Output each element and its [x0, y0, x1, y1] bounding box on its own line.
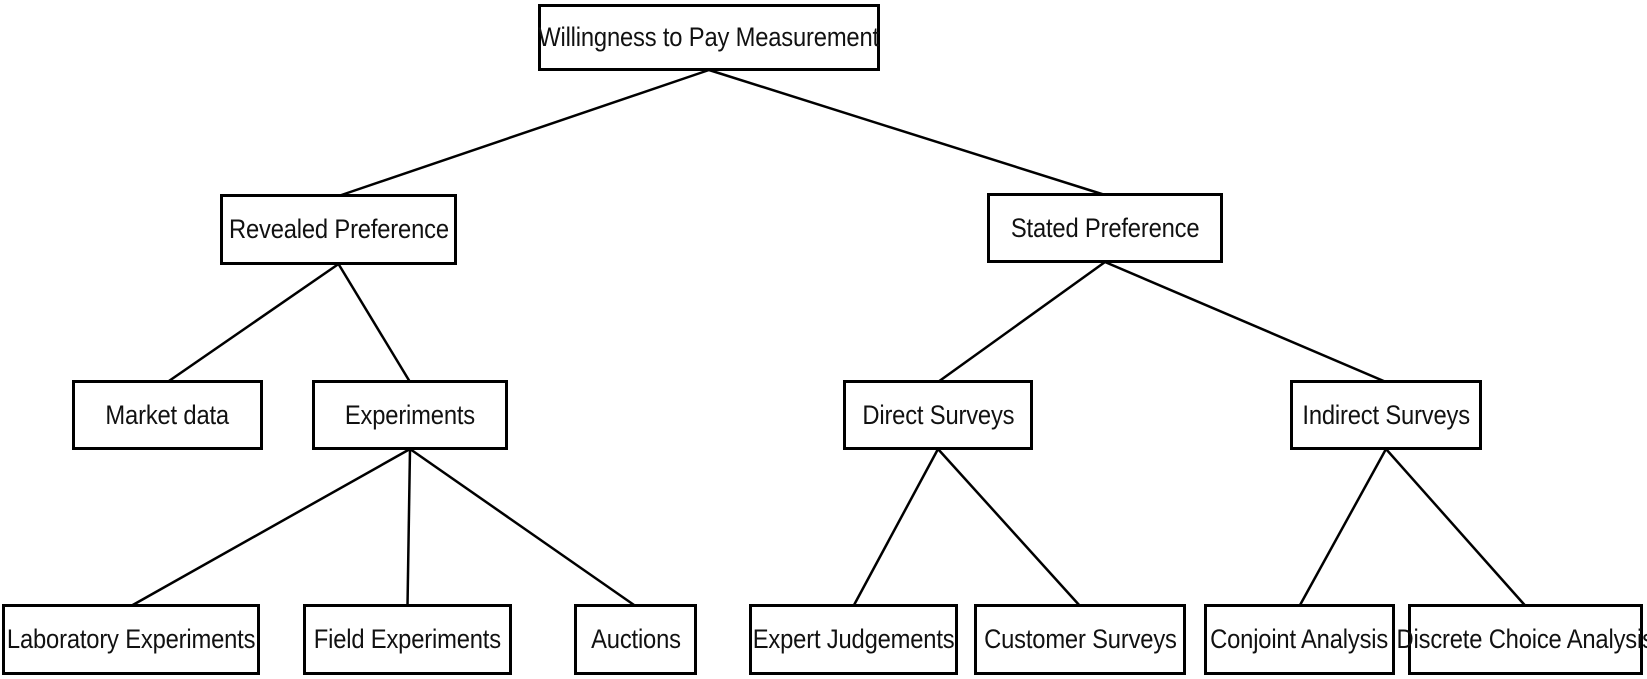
- node-stated-box: Stated Preference: [987, 193, 1223, 263]
- node-stated-label: Stated Preference: [1010, 212, 1200, 243]
- node-indirect-label: Indirect Surveys: [1302, 399, 1470, 430]
- edge-revealed-experiments: [337, 263, 412, 383]
- node-revealed-box: Revealed Preference: [220, 194, 457, 265]
- edge-indirect-discrete: [1385, 448, 1527, 607]
- edge-experiments-lab: [130, 447, 411, 608]
- node-conjoint-box: Conjoint Analysis: [1204, 604, 1395, 675]
- node-root-label: Willingness to Pay Measurement: [538, 22, 880, 52]
- edge-direct-expert: [852, 448, 940, 607]
- edge-indirect-conjoint: [1298, 448, 1388, 607]
- edge-root-stated: [708, 68, 1106, 197]
- node-conjoint-label: Conjoint Analysis: [1210, 624, 1389, 654]
- node-customer-box: Customer Surveys: [974, 604, 1186, 675]
- node-lab-label: Laboratory Experiments: [6, 624, 256, 654]
- node-experiments-label: Experiments: [344, 399, 476, 430]
- node-discrete-label: Discrete Choice Analysis: [1396, 624, 1647, 654]
- edge-direct-customer: [937, 448, 1081, 607]
- node-market-label: Market data: [105, 399, 230, 430]
- node-customer-label: Customer Surveys: [983, 624, 1177, 654]
- node-expert-box: Expert Judgements: [749, 604, 958, 675]
- node-field-label: Field Experiments: [313, 624, 502, 654]
- node-expert-label: Expert Judgements: [752, 624, 955, 654]
- node-discrete-box: Discrete Choice Analysis: [1397, 604, 1647, 675]
- node-lab-box: Laboratory Experiments: [2, 604, 260, 675]
- node-auctions-box: Auctions: [574, 604, 697, 675]
- edge-experiments-auctions: [409, 447, 637, 608]
- node-revealed-label: Revealed Preference: [228, 214, 449, 244]
- edge-revealed-market: [166, 262, 340, 384]
- node-indirect-box: Indirect Surveys: [1290, 380, 1482, 450]
- node-experiments-box: Experiments: [312, 380, 508, 450]
- edge-root-revealed: [338, 68, 710, 198]
- edge-stated-indirect: [1104, 260, 1387, 384]
- edge-stated-direct: [937, 260, 1106, 384]
- node-root-box: Willingness to Pay Measurement: [538, 4, 880, 71]
- edge-experiments-field: [406, 448, 412, 607]
- node-direct-label: Direct Surveys: [861, 399, 1015, 430]
- node-market-box: Market data: [72, 380, 263, 450]
- node-field-box: Field Experiments: [303, 604, 512, 675]
- node-auctions-label: Auctions: [590, 624, 681, 654]
- node-direct-box: Direct Surveys: [843, 380, 1033, 450]
